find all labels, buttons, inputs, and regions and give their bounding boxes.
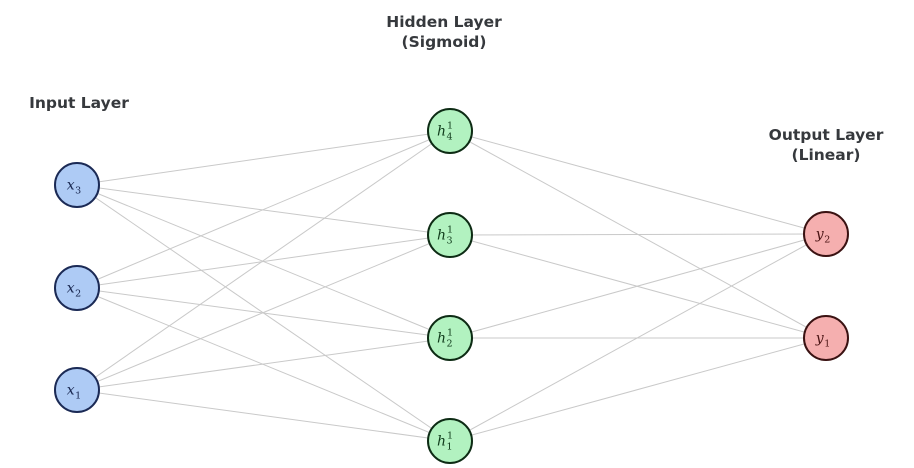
node-label-h2: h21	[437, 328, 453, 350]
node-label-y1: y1	[815, 331, 830, 350]
node-subscript-h2: 2	[446, 339, 452, 350]
edge-x3-h4	[76, 130, 451, 186]
node-circle-x2	[54, 265, 100, 311]
node-subscript-x1: 1	[75, 391, 81, 402]
layer-title-hidden-line2: (Sigmoid)	[402, 33, 487, 51]
node-circle-x3	[54, 162, 100, 208]
node-superscript-h3: 1	[447, 225, 453, 236]
nodes-group: x3 x2 x1 h41 h31 h21 h11 y2 y1	[54, 108, 849, 464]
layer-title-hidden: Hidden Layer (Sigmoid)	[386, 13, 502, 51]
layer-title-hidden-line1: Hidden Layer	[386, 13, 502, 31]
node-superscript-h2: 1	[447, 328, 453, 339]
node-label-h3: h31	[437, 225, 453, 247]
layer-title-input-line1: Input Layer	[29, 94, 129, 112]
layer-title-output-line1: Output Layer	[769, 126, 884, 144]
node-x2[interactable]: x2	[54, 265, 100, 311]
node-subscript-x3: 3	[75, 186, 81, 197]
layer-titles-group: Input Layer Hidden Layer (Sigmoid) Output L…	[29, 13, 884, 164]
node-label-y2: y2	[815, 227, 830, 246]
node-subscript-y2: 2	[824, 235, 830, 246]
edge-h2-y2	[449, 233, 827, 339]
node-superscript-h4: 1	[447, 121, 453, 132]
edge-x1-h3	[76, 234, 451, 391]
node-subscript-h3: 3	[446, 236, 452, 247]
node-circle-y1	[803, 315, 849, 361]
node-superscript-h1: 1	[447, 431, 453, 442]
edge-x2-h4	[76, 130, 451, 289]
edge-h1-y1	[449, 337, 827, 442]
layer-title-output-line2: (Linear)	[791, 146, 860, 164]
node-circle-h1	[427, 418, 473, 464]
node-x3[interactable]: x3	[54, 162, 100, 208]
layer-title-output: Output Layer (Linear)	[769, 126, 884, 164]
edge-x1-h2	[76, 337, 451, 391]
edge-x2-h3	[76, 234, 451, 289]
node-subscript-h1: 1	[446, 442, 452, 453]
node-circle-y2	[803, 211, 849, 257]
node-label-x2: x2	[67, 281, 81, 300]
node-y2[interactable]: y2	[803, 211, 849, 257]
edge-x1-h4	[76, 130, 451, 391]
node-x1[interactable]: x1	[54, 367, 100, 413]
node-subscript-h4: 4	[446, 132, 452, 143]
node-y1[interactable]: y1	[803, 315, 849, 361]
node-h3[interactable]: h31	[427, 212, 473, 258]
edge-h1-y2	[449, 233, 827, 442]
node-h1[interactable]: h11	[427, 418, 473, 464]
node-circle-h3	[427, 212, 473, 258]
node-h4[interactable]: h41	[427, 108, 473, 154]
node-label-h4: h41	[437, 121, 453, 143]
node-subscript-y1: 1	[824, 339, 830, 350]
node-subscript-x2: 2	[75, 289, 81, 300]
edge-h3-y2	[449, 233, 827, 236]
layer-title-input: Input Layer	[29, 94, 129, 112]
edge-h4-y2	[449, 130, 827, 235]
node-circle-h4	[427, 108, 473, 154]
node-h2[interactable]: h21	[427, 315, 473, 361]
edges-group	[76, 130, 827, 442]
node-circle-x1	[54, 367, 100, 413]
edge-x1-h1	[76, 389, 451, 442]
node-label-x3: x3	[67, 178, 81, 197]
node-circle-h2	[427, 315, 473, 361]
node-label-x1: x1	[67, 383, 81, 402]
node-label-h1: h11	[437, 431, 453, 453]
